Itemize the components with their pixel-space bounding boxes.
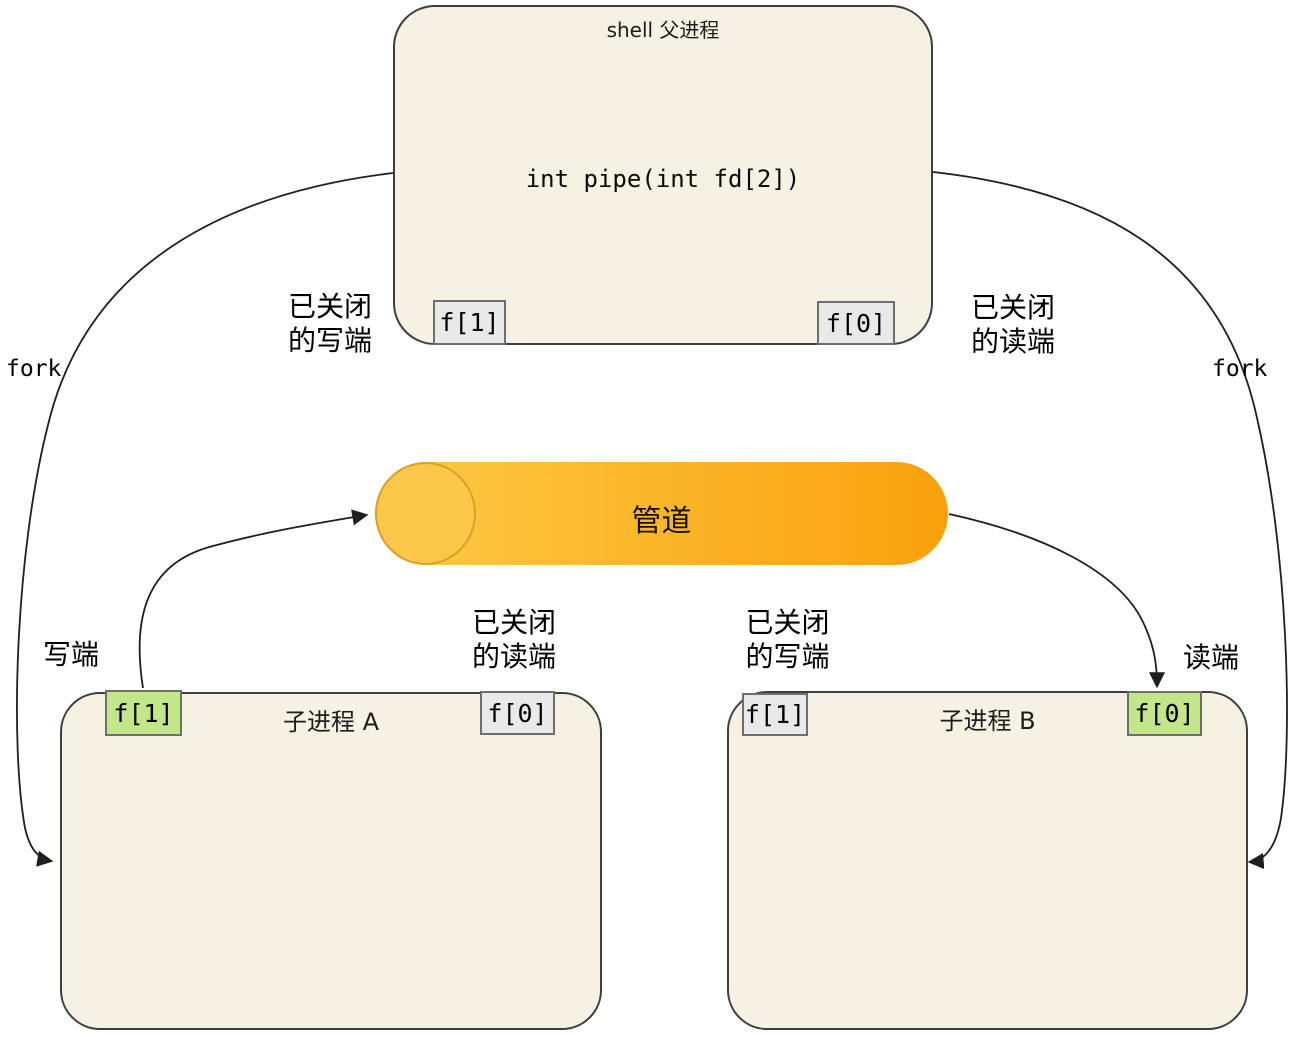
parent-closed-write-line2: 的写端: [287, 324, 372, 357]
parent-closed-read-label: 已关闭 的读端: [958, 291, 1068, 359]
parent-closed-read-line2: 的读端: [970, 325, 1055, 358]
child-b-title: 子进程 B: [939, 707, 1036, 735]
child-b-closed-write-line2: 的写端: [745, 640, 830, 673]
parent-closed-write-label: 已关闭 的写端: [275, 290, 385, 358]
child-b-process-box: 子进程 B: [727, 691, 1248, 1030]
read-end-label: 读端: [1183, 641, 1240, 674]
child-a-fd0-box: f[0]: [480, 691, 555, 735]
parent-fd0-box: f[0]: [817, 301, 895, 345]
child-b-fd0-box: f[0]: [1127, 691, 1202, 736]
child-a-closed-read-line1: 已关闭: [471, 606, 556, 639]
child-a-fd1-box: f[1]: [105, 690, 182, 736]
parent-process-title: shell 父进程: [606, 18, 720, 42]
parent-closed-write-line1: 已关闭: [287, 290, 372, 323]
child-b-closed-write-line1: 已关闭: [745, 606, 830, 639]
parent-fd1-box: f[1]: [433, 300, 506, 345]
write-to-pipe-arrow: [138, 509, 369, 689]
child-a-title: 子进程 A: [282, 708, 380, 736]
child-b-closed-write-label: 已关闭 的写端: [735, 606, 840, 674]
write-end-label: 写端: [43, 638, 100, 671]
pipe-label: 管道: [631, 504, 692, 539]
pipe-to-read-arrow: [948, 513, 1166, 689]
child-b-fd1-box: f[1]: [742, 693, 808, 736]
child-a-closed-read-line2: 的读端: [471, 640, 556, 673]
pipe-syscall-code: int pipe(int fd[2]): [525, 165, 801, 193]
parent-process-box: shell 父进程 int pipe(int fd[2]): [393, 5, 933, 345]
pipe-cylinder-cap: [375, 462, 476, 565]
child-a-process-box: 子进程 A: [60, 692, 602, 1030]
fork-label-right: fork: [1212, 356, 1268, 382]
parent-closed-read-line1: 已关闭: [970, 291, 1055, 324]
fork-label-left: fork: [6, 356, 62, 382]
child-a-closed-read-label: 已关闭 的读端: [461, 606, 567, 674]
